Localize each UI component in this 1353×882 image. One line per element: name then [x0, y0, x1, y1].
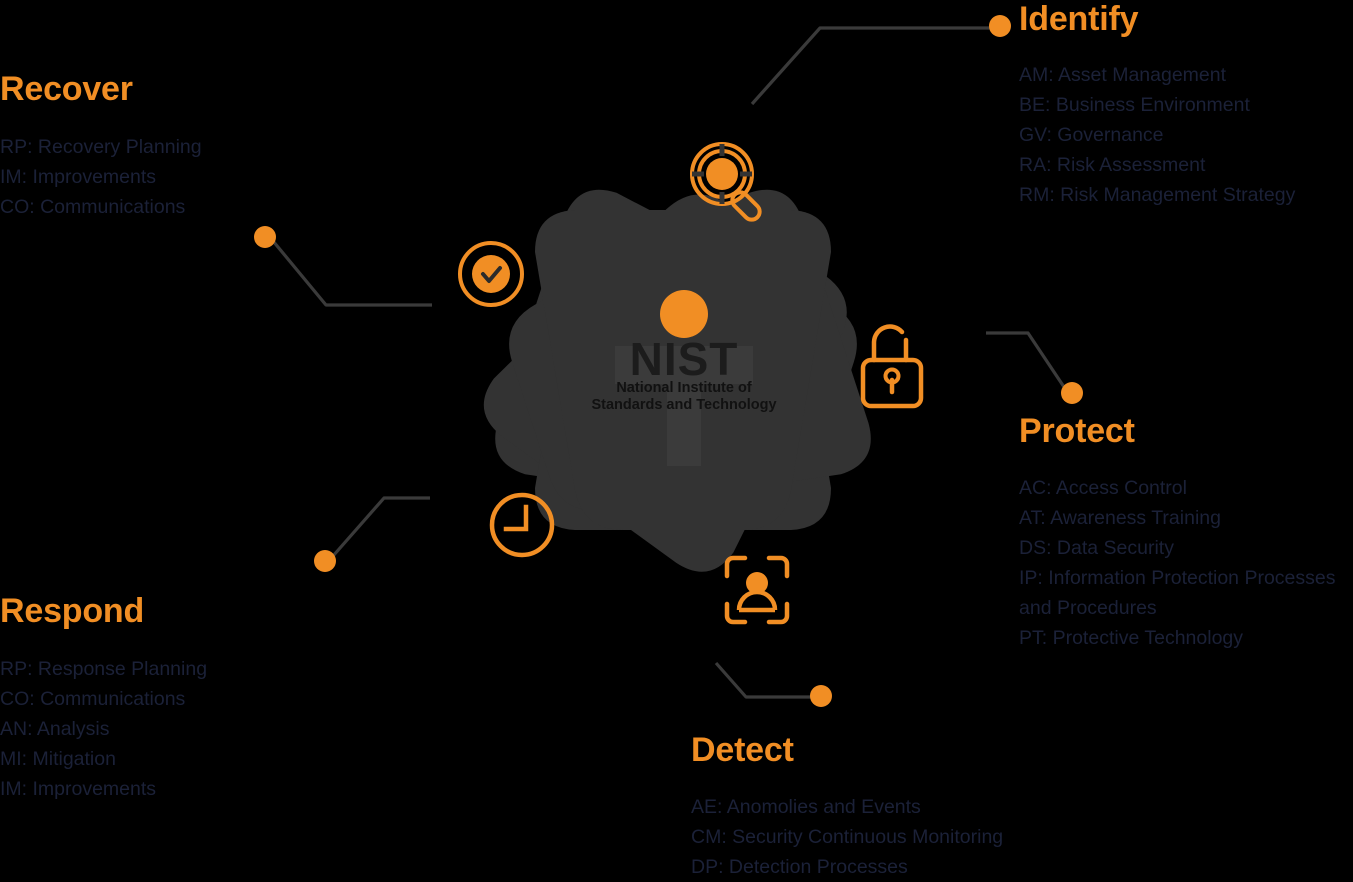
function-block-recover: Recover RP: Recovery Planning IM: Improv…: [0, 72, 202, 222]
function-block-protect: Protect AC: Access Control AT: Awareness…: [1019, 414, 1353, 653]
dot-recover[interactable]: [254, 226, 276, 248]
magnifier-icon: [690, 142, 762, 222]
list-item: IM: Improvements: [0, 166, 157, 188]
category-list-protect: AC: Access Control AT: Awareness Trainin…: [1019, 473, 1353, 653]
petal-group: [469, 153, 897, 587]
function-title-identify: Identify: [1019, 0, 1139, 38]
list-item: GV: Governance: [1019, 124, 1164, 146]
petal-identify[interactable]: [535, 210, 831, 530]
category-list-respond: RP: Response Planning CO: Communications…: [0, 654, 207, 804]
list-item: CO: Communications: [0, 688, 186, 710]
list-item: RM: Risk Management Strategy: [1019, 184, 1296, 206]
function-block-identify: Identify AM: Asset Management BE: Busine…: [1019, 2, 1295, 210]
list-item: CO: Communications: [0, 196, 186, 218]
list-item: RA: Risk Assessment: [1019, 154, 1206, 176]
connector-identify: [750, 26, 990, 106]
padlock-icon: [860, 324, 924, 409]
list-item: AN: Analysis: [0, 718, 110, 740]
list-item: AM: Asset Management: [1019, 64, 1227, 86]
face-scan-icon: [724, 555, 790, 625]
list-item: AE: Anomolies and Events: [691, 796, 921, 818]
list-item: DP: Detection Processes: [691, 856, 908, 878]
list-item: IM: Improvements: [0, 778, 157, 800]
function-block-respond: Respond RP: Response Planning CO: Commun…: [0, 594, 207, 804]
list-item: IP: Information Protection Processes and…: [1019, 567, 1336, 619]
dot-detect[interactable]: [810, 685, 832, 707]
list-item: MI: Mitigation: [0, 748, 116, 770]
list-item: RP: Response Planning: [0, 658, 208, 680]
function-title-protect: Protect: [1019, 412, 1135, 450]
list-item: BE: Business Environment: [1019, 94, 1250, 116]
clock-icon: [489, 492, 555, 558]
list-item: PT: Protective Technology: [1019, 627, 1244, 649]
function-title-detect: Detect: [691, 731, 794, 769]
dot-identify[interactable]: [989, 15, 1011, 37]
list-item: DS: Data Security: [1019, 537, 1174, 559]
check-circle-icon: [458, 241, 524, 307]
category-list-recover: RP: Recovery Planning IM: Improvements C…: [0, 132, 202, 222]
category-list-detect: AE: Anomolies and Events CM: Security Co…: [691, 792, 1003, 882]
connector-protect: [986, 331, 1068, 391]
list-item: AT: Awareness Training: [1019, 507, 1221, 529]
function-title-respond: Respond: [0, 592, 145, 630]
connector-recover: [271, 239, 432, 307]
connector-respond: [331, 496, 430, 558]
dot-protect[interactable]: [1061, 382, 1083, 404]
list-item: AC: Access Control: [1019, 477, 1187, 499]
list-item: RP: Recovery Planning: [0, 136, 202, 158]
dot-respond[interactable]: [314, 550, 336, 572]
function-title-recover: Recover: [0, 70, 133, 108]
category-list-identify: AM: Asset Management BE: Business Enviro…: [1019, 60, 1295, 210]
list-item: CM: Security Continuous Monitoring: [691, 826, 1004, 848]
connector-detect: [714, 661, 812, 699]
function-block-detect: Detect AE: Anomolies and Events CM: Secu…: [691, 733, 1003, 882]
